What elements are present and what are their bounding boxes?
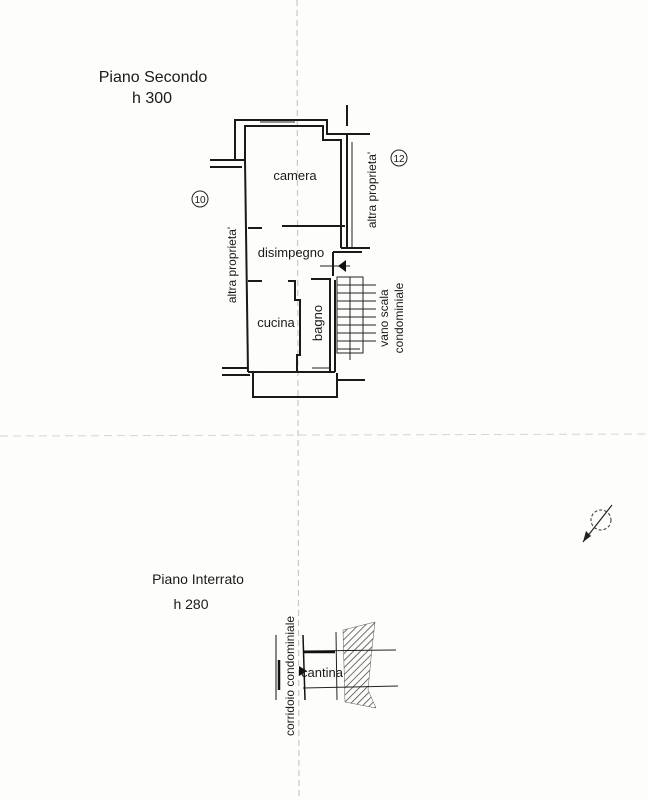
fold-line-horizontal (0, 433, 648, 437)
basement-title: Piano Interrato (152, 571, 244, 587)
room-label-cantina: cantina (301, 665, 344, 680)
neighbor-left-marker (191, 190, 209, 208)
fold-line-vertical (296, 0, 300, 800)
neighbor-right-label: altra proprieta' (365, 152, 379, 228)
north-arrow-icon (582, 504, 613, 543)
room-label-cucina: cucina (257, 315, 295, 330)
upper-floor-title: Piano Secondo (99, 69, 208, 86)
earth-hatch (342, 621, 377, 709)
stairs (336, 276, 376, 360)
neighbor-right-number: 12 (393, 154, 405, 165)
room-label-camera: camera (273, 168, 317, 183)
apartment-walls (210, 105, 370, 398)
neighbor-right-marker (390, 149, 408, 167)
neighbor-left-number: 10 (194, 195, 206, 206)
corridor-label: corridoio condominiale (283, 616, 297, 736)
room-label-disimpegno: disimpegno (258, 245, 325, 260)
room-label-bagno: bagno (310, 305, 325, 341)
upper-floor-height: h 300 (132, 90, 172, 107)
entrance-arrow-icon (320, 260, 350, 272)
stair-label-line2: condominiale (392, 282, 406, 353)
basement-walls (275, 621, 399, 709)
basement-height: h 280 (173, 596, 208, 612)
neighbor-left-label: altra proprieta' (225, 227, 239, 303)
stair-label-line1: vano scala (377, 289, 391, 347)
